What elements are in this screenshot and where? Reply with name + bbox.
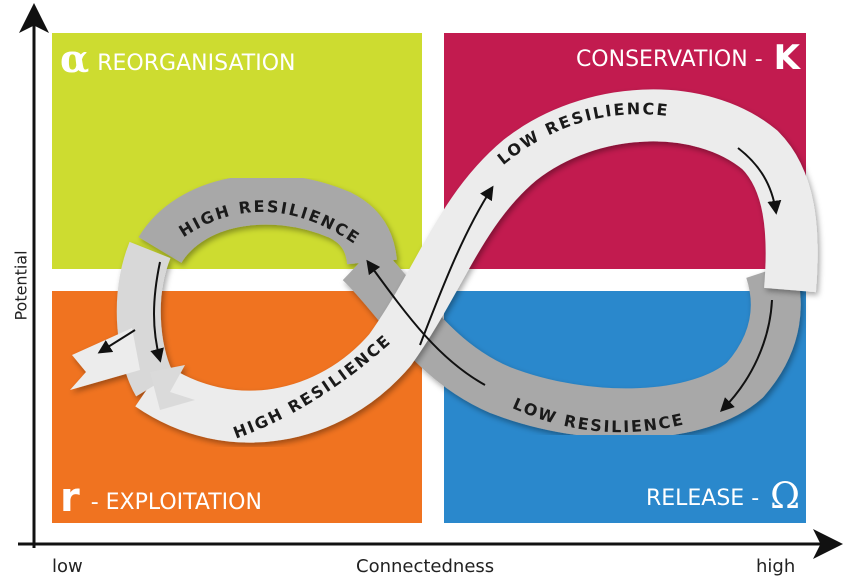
release-label: RELEASE - Ω <box>646 476 800 517</box>
x-axis-low-label: low <box>52 556 83 577</box>
conservation-text: CONSERVATION - <box>575 47 770 72</box>
release-text: RELEASE - <box>645 486 767 511</box>
arrow-conservation-to-release-upper <box>737 147 782 215</box>
band-front <box>70 89 818 443</box>
r-symbol: r <box>60 475 80 521</box>
arrow-release-descent <box>720 299 773 412</box>
omega-symbol: Ω <box>770 476 800 517</box>
conservation-label: CONSERVATION - K <box>576 38 800 78</box>
arrow-exit-left <box>97 329 136 354</box>
exploitation-label: r - EXPLOITATION <box>60 475 262 521</box>
y-axis-title: Potential <box>11 250 31 321</box>
x-axis-high-label: high <box>756 556 796 577</box>
exploitation-text: - EXPLOITATION <box>83 490 262 515</box>
reorganisation-text: REORGANISATION <box>97 51 296 76</box>
arrow-to-conservation <box>419 185 494 346</box>
k-symbol: K <box>773 38 800 78</box>
reorganisation-label: α REORGANISATION <box>60 36 296 81</box>
flow-arrows <box>97 147 782 412</box>
x-axis-title: Connectedness <box>356 556 495 577</box>
alpha-symbol: α <box>60 36 90 81</box>
arrow-reorganisation-descent <box>150 261 164 363</box>
arrow-back-toward-reorganisation <box>366 259 486 386</box>
